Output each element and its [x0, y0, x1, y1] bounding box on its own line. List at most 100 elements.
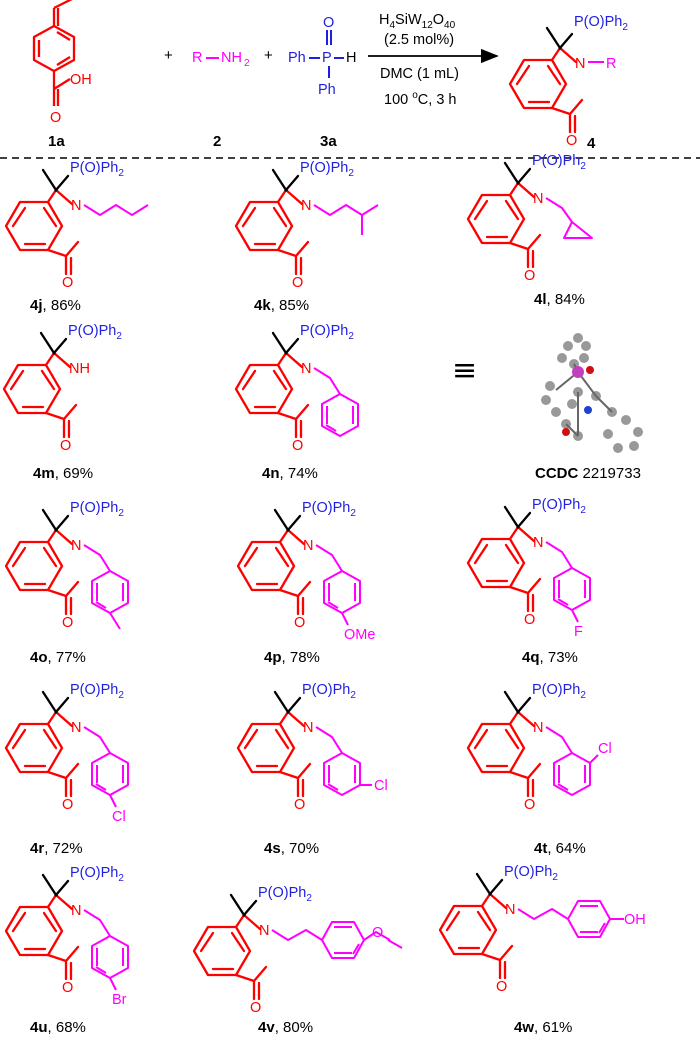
phenyl-left: Ph: [288, 50, 306, 66]
nitrogen-atom: N: [533, 535, 543, 551]
hydrogen-atom: H: [346, 50, 356, 66]
phosphorus-atom: P: [322, 50, 332, 66]
phosphinoyl-group: P(O)Ph2: [300, 323, 354, 342]
product-4: P(O)Ph2 N R O 4: [508, 14, 628, 152]
phosphinoyl-group: P(O)Ph2: [504, 864, 558, 883]
product-label: 4s, 70%: [264, 840, 319, 857]
phosphinoyl-group: P(O)Ph2: [68, 323, 122, 342]
phenyl-bottom: Ph: [318, 82, 336, 98]
amine-group: NH: [221, 50, 242, 66]
phosphinoyl-group: P(O)Ph2: [300, 160, 354, 179]
substituent-2-4-hydroxyphenyl-ethyl: OH: [517, 900, 646, 938]
substituent-cyclopropylmethyl: [545, 197, 593, 239]
solvent: DMC (1 mL): [380, 66, 459, 82]
para-f: F: [574, 624, 583, 640]
substituent-benzyl: [313, 367, 359, 437]
carbonyl-oxygen: O: [292, 438, 303, 454]
carbonyl-oxygen: O: [62, 275, 73, 291]
nitrogen-atom: N: [533, 191, 543, 207]
nitrogen-atom: N: [71, 903, 81, 919]
product-label: 4v, 80%: [258, 1019, 313, 1036]
reagent-1a: OH O 1a: [32, 0, 92, 150]
r-group: R: [192, 50, 202, 66]
substituent-2-4-methoxyphenyl-ethyl: O: [271, 921, 403, 959]
substituent-2-chlorobenzyl: Cl: [545, 726, 612, 796]
methoxy-oxygen: O: [372, 925, 383, 941]
ccdc-label: CCDC 2219733: [535, 465, 641, 482]
para-cl: Cl: [112, 809, 126, 825]
catalyst-loading: (2.5 mol%): [384, 32, 454, 48]
phosphinoyl-group: P(O)Ph2: [258, 885, 312, 904]
substituent-4-chlorobenzyl: Cl: [83, 726, 129, 825]
phosphinoyl-group: P(O)Ph2: [532, 153, 586, 172]
carbonyl-oxygen: O: [524, 268, 535, 284]
reagent-3a-label: 3a: [320, 133, 337, 150]
plus-sign-2: +: [264, 47, 273, 64]
product-label: 4w, 61%: [514, 1019, 572, 1036]
product-r-group: R: [606, 56, 616, 72]
carbonyl-oxygen: O: [62, 797, 73, 813]
nitrogen-atom: N: [71, 538, 81, 554]
crystal-structure: ≡ CCDC 2219733: [452, 333, 643, 482]
plus-sign: +: [164, 47, 173, 64]
substituent-4-bromobenzyl: Br: [83, 909, 129, 1008]
carbonyl-oxygen: O: [294, 797, 305, 813]
nh-group: NH: [69, 361, 90, 377]
substituent-4-methoxybenzyl: OMe: [315, 544, 375, 643]
nitrogen-atom: N: [505, 902, 515, 918]
carbonyl-oxygen: O: [294, 615, 305, 631]
equivalence-sign: ≡: [452, 353, 477, 388]
substituent-butyl: [83, 204, 149, 216]
phosphoryl-oxygen: O: [323, 15, 334, 31]
nitrogen-atom: N: [71, 720, 81, 736]
carbonyl-oxygen: O: [524, 797, 535, 813]
carbonyl-oxygen: O: [62, 980, 73, 996]
carbonyl-oxygen: O: [524, 612, 535, 628]
nitrogen-atom: N: [303, 538, 313, 554]
amine-subscript: 2: [244, 58, 250, 69]
carbonyl-oxygen: O: [250, 1000, 261, 1016]
product-label: 4u, 68%: [30, 1019, 86, 1036]
nitrogen-atom: N: [259, 923, 269, 939]
meta-chloro: Cl: [374, 778, 388, 794]
phosphinoyl-group: P(O)Ph2: [70, 682, 124, 701]
carbonyl-oxygen: O: [50, 110, 61, 126]
product-label: 4p, 78%: [264, 649, 320, 666]
phosphinoyl-group: P(O)Ph2: [70, 160, 124, 179]
product-label: 4m, 69%: [33, 465, 93, 482]
product-label: 4t, 64%: [534, 840, 586, 857]
substituent-4-fluorobenzyl: F: [545, 541, 591, 640]
substituent-4-methylbenzyl: [83, 544, 129, 630]
product-4-label: 4: [587, 135, 596, 152]
reagent-1a-label: 1a: [48, 133, 65, 150]
substituent-isobutyl: [313, 204, 379, 235]
product-label: 4k, 85%: [254, 297, 309, 314]
carbonyl-oxygen: O: [60, 438, 71, 454]
phosphinoyl-group: P(O)Ph2: [532, 497, 586, 516]
nitrogen-atom: N: [533, 720, 543, 736]
crystal-model: [541, 333, 643, 453]
phosphinoyl-group: P(O)Ph2: [532, 682, 586, 701]
reagent-3a: Ph P O H Ph 3a: [288, 15, 356, 150]
nitrogen-atom: N: [71, 198, 81, 214]
phosphinoyl-group: P(O)Ph2: [302, 500, 356, 519]
carbonyl-oxygen: O: [62, 615, 73, 631]
catalyst-formula: H4SiW12O40: [379, 12, 456, 31]
carbonyl-oxygen: O: [496, 979, 507, 995]
para-br: Br: [112, 992, 127, 1008]
phosphinoyl-group: P(O)Ph2: [302, 682, 356, 701]
product-label: 4j, 86%: [30, 297, 81, 314]
